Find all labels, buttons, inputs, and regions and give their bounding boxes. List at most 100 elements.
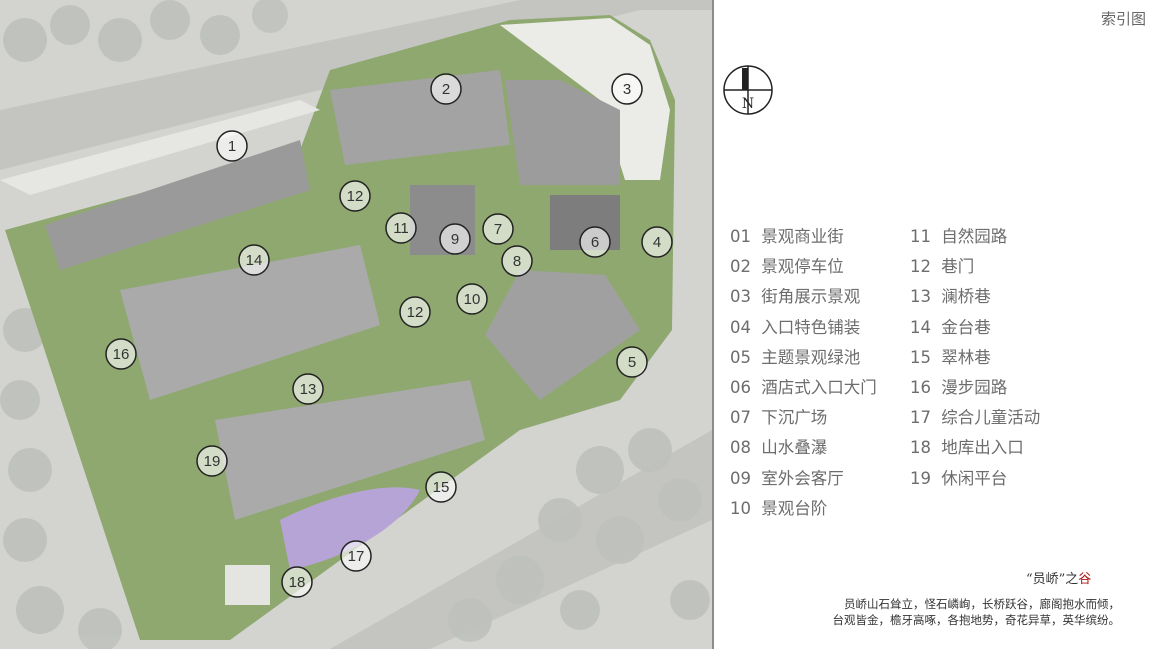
map-marker: 12 — [399, 296, 431, 328]
building-block — [330, 70, 510, 165]
legend-label: 景观台阶 — [756, 498, 828, 518]
legend-item: 08 山水叠瀑 — [730, 437, 877, 467]
legend-label: 山水叠瀑 — [756, 438, 828, 458]
legend-item: 02 景观停车位 — [730, 256, 877, 286]
marker-label: 5 — [628, 354, 636, 371]
marker-label: 14 — [246, 252, 263, 269]
marker-label: 17 — [348, 548, 365, 565]
site-plan-map — [0, 0, 712, 649]
marker-label: 16 — [113, 346, 130, 363]
legend-label: 漫步园路 — [936, 377, 1008, 397]
legend-panel — [714, 0, 1154, 649]
legend-item: 19 休闲平台 — [910, 468, 1040, 498]
map-marker: 17 — [340, 540, 372, 572]
legend-number: 15 — [910, 347, 931, 367]
legend-number: 08 — [730, 438, 751, 458]
marker-label: 3 — [623, 81, 631, 98]
legend-item: 18 地库出入口 — [910, 437, 1040, 467]
legend-item: 05 主题景观绿池 — [730, 347, 877, 377]
legend-item: 10 景观台阶 — [730, 498, 877, 528]
marker-label: 12 — [407, 304, 424, 321]
map-marker: 3 — [611, 73, 643, 105]
legend-label: 下沉广场 — [756, 408, 828, 428]
legend-number: 19 — [910, 468, 931, 488]
map-marker: 15 — [425, 471, 457, 503]
north-arrow-icon: N — [723, 65, 773, 115]
map-marker: 11 — [385, 212, 417, 244]
legend-label: 室外会客厅 — [756, 468, 844, 488]
tree-cluster — [0, 0, 710, 649]
legend-number: 16 — [910, 377, 931, 397]
street-paving — [0, 100, 320, 195]
building-block — [485, 270, 640, 400]
garage-entrance — [225, 565, 270, 605]
legend-label: 翠林巷 — [936, 347, 991, 367]
marker-label: 1 — [228, 138, 236, 155]
poem-line: 员峤山石耸立，怪石嶙峋，长桥跃谷，廊阁抱水而倾， — [844, 597, 1120, 611]
residential-block — [120, 245, 380, 400]
map-marker: 13 — [292, 373, 324, 405]
poem-text: 员峤山石耸立，怪石嶙峋，长桥跃谷，廊阁抱水而倾， 台观皆金，檐牙高啄，各抱地势，… — [833, 596, 1121, 628]
legend-item: 01 景观商业街 — [730, 226, 877, 256]
map-marker: 5 — [616, 346, 648, 378]
poem-title: “员峤”之谷 — [1026, 568, 1091, 587]
marker-label: 10 — [464, 291, 481, 308]
legend-label: 金台巷 — [936, 317, 991, 337]
legend-item: 11 自然园路 — [910, 226, 1040, 256]
legend-item: 14 金台巷 — [910, 317, 1040, 347]
map-marker: 10 — [456, 283, 488, 315]
marker-label: 19 — [204, 453, 221, 470]
marker-label: 6 — [591, 234, 599, 251]
marker-label: 7 — [494, 221, 502, 238]
legend-item: 13 澜桥巷 — [910, 286, 1040, 316]
map-marker: 9 — [439, 223, 471, 255]
legend-number: 05 — [730, 347, 751, 367]
legend-label: 街角展示景观 — [756, 287, 861, 307]
playground — [280, 487, 420, 570]
legend-number: 09 — [730, 468, 751, 488]
legend-label: 入口特色铺装 — [756, 317, 861, 337]
legend-number: 17 — [910, 408, 931, 428]
legend-item: 03 街角展示景观 — [730, 286, 877, 316]
map-marker: 2 — [430, 73, 462, 105]
legend-item: 04 入口特色铺装 — [730, 317, 877, 347]
poem-line: 台观皆金，檐牙高啄，各抱地势，奇花异草，英华缤纷。 — [832, 613, 1121, 627]
legend-item: 16 漫步园路 — [910, 377, 1040, 407]
site-plan-drawing — [0, 0, 712, 649]
map-marker: 6 — [579, 226, 611, 258]
compass-label: N — [742, 96, 754, 112]
legend-number: 04 — [730, 317, 751, 337]
map-marker: 7 — [482, 213, 514, 245]
map-marker: 1 — [216, 130, 248, 162]
legend-item: 12 巷门 — [910, 256, 1040, 286]
legend-label: 自然园路 — [936, 227, 1008, 246]
page-title: 索引图 — [1100, 10, 1146, 28]
legend-number: 11 — [910, 227, 931, 246]
map-marker: 8 — [501, 245, 533, 277]
marker-label: 18 — [289, 574, 306, 591]
map-marker: 4 — [641, 226, 673, 258]
map-marker: 16 — [105, 338, 137, 370]
map-marker: 14 — [238, 244, 270, 276]
legend-label: 地库出入口 — [936, 438, 1024, 458]
legend-label: 澜桥巷 — [936, 287, 991, 307]
poem-title-prefix: “员峤”之 — [1026, 572, 1079, 587]
legend-number: 13 — [910, 287, 931, 307]
panel-divider — [712, 0, 714, 649]
marker-label: 11 — [393, 220, 409, 237]
legend-number: 12 — [910, 257, 931, 277]
marker-label: 4 — [653, 234, 661, 251]
legend-number: 02 — [730, 257, 751, 277]
legend-number: 03 — [730, 287, 751, 307]
map-marker: 18 — [281, 566, 313, 598]
legend-number: 10 — [730, 498, 751, 518]
poem-title-highlight: 谷 — [1078, 572, 1092, 587]
marker-label: 9 — [451, 231, 459, 248]
legend-label: 休闲平台 — [936, 468, 1008, 488]
legend-label: 巷门 — [936, 257, 975, 277]
legend-label: 主题景观绿池 — [756, 347, 861, 367]
legend-label: 综合儿童活动 — [936, 408, 1041, 428]
